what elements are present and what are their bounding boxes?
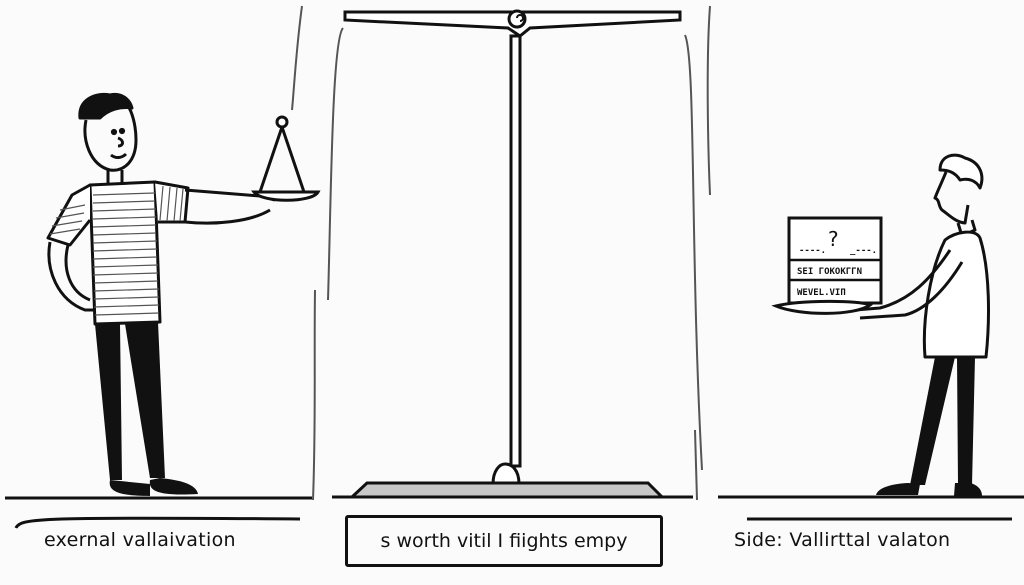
large-balance-scale <box>343 9 682 499</box>
left-man-legs <box>95 322 198 496</box>
scale-platform <box>348 481 666 499</box>
svg-text:----.: ----. <box>799 246 826 256</box>
caption-center-box: s worth vitil I fiights empy <box>345 515 663 567</box>
striped-shirt-pattern <box>49 185 184 316</box>
caption-external-validation: exernal vallaivation <box>44 529 236 551</box>
caption-left-underline <box>14 516 301 529</box>
question-sign: ? ----. _---. SEI ΓOKOKΓΓN WEVEL.VIΠ <box>771 216 883 315</box>
right-man-legs <box>876 357 982 496</box>
small-scale-icon <box>251 115 321 202</box>
right-man-figure <box>854 153 990 359</box>
svg-text:_---.: _---. <box>850 246 877 256</box>
sign-line-2: WEVEL.VIΠ <box>797 288 846 298</box>
caption-side-validation: Side: Vallirttal valaton <box>734 529 951 551</box>
question-mark-icon: ? <box>828 227 839 251</box>
sign-line-1: SEI ΓOKOKΓΓN <box>797 267 862 277</box>
caption-self-worth: s worth vitil I fiights empy <box>380 530 628 552</box>
panel-dividers <box>291 5 711 501</box>
